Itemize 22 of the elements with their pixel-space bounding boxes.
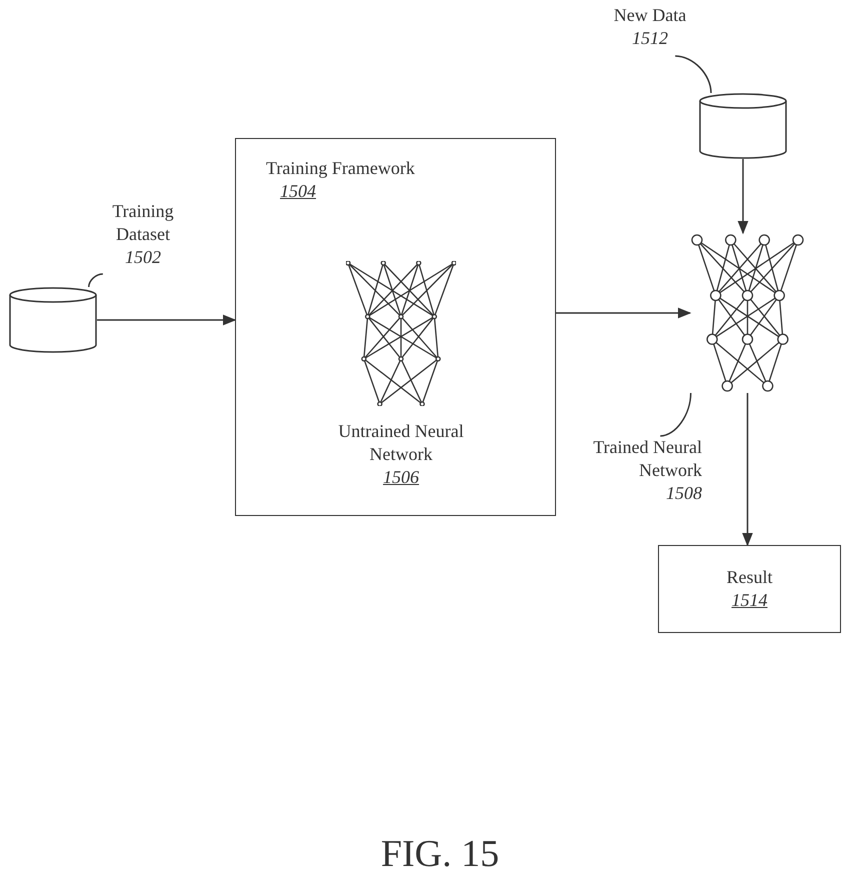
node-label: Trained Neural Network bbox=[592, 436, 702, 482]
reference-number: 1504 bbox=[280, 180, 317, 203]
node-label: New Data bbox=[612, 4, 688, 27]
reference-number: 1506 bbox=[382, 466, 420, 489]
reference-number: 1514 bbox=[730, 589, 768, 612]
arrow bbox=[556, 308, 692, 318]
node-label: Training Dataset bbox=[111, 200, 175, 246]
leader-line bbox=[660, 392, 692, 437]
arrow bbox=[738, 159, 748, 234]
figure-caption: FIG. 15 bbox=[380, 832, 500, 876]
node-label: Training Framework bbox=[266, 157, 416, 180]
leader-line bbox=[88, 273, 103, 288]
reference-number: 1512 bbox=[631, 27, 669, 50]
node-label: Result bbox=[725, 566, 774, 589]
arrow bbox=[742, 393, 753, 546]
framework-box bbox=[235, 138, 556, 516]
reference-number: 1502 bbox=[124, 246, 162, 269]
reference-number: 1508 bbox=[665, 482, 702, 505]
leader-line bbox=[675, 55, 712, 94]
node-label: Untrained Neural Network bbox=[337, 420, 465, 466]
result-box bbox=[658, 545, 841, 633]
arrow bbox=[97, 314, 236, 326]
